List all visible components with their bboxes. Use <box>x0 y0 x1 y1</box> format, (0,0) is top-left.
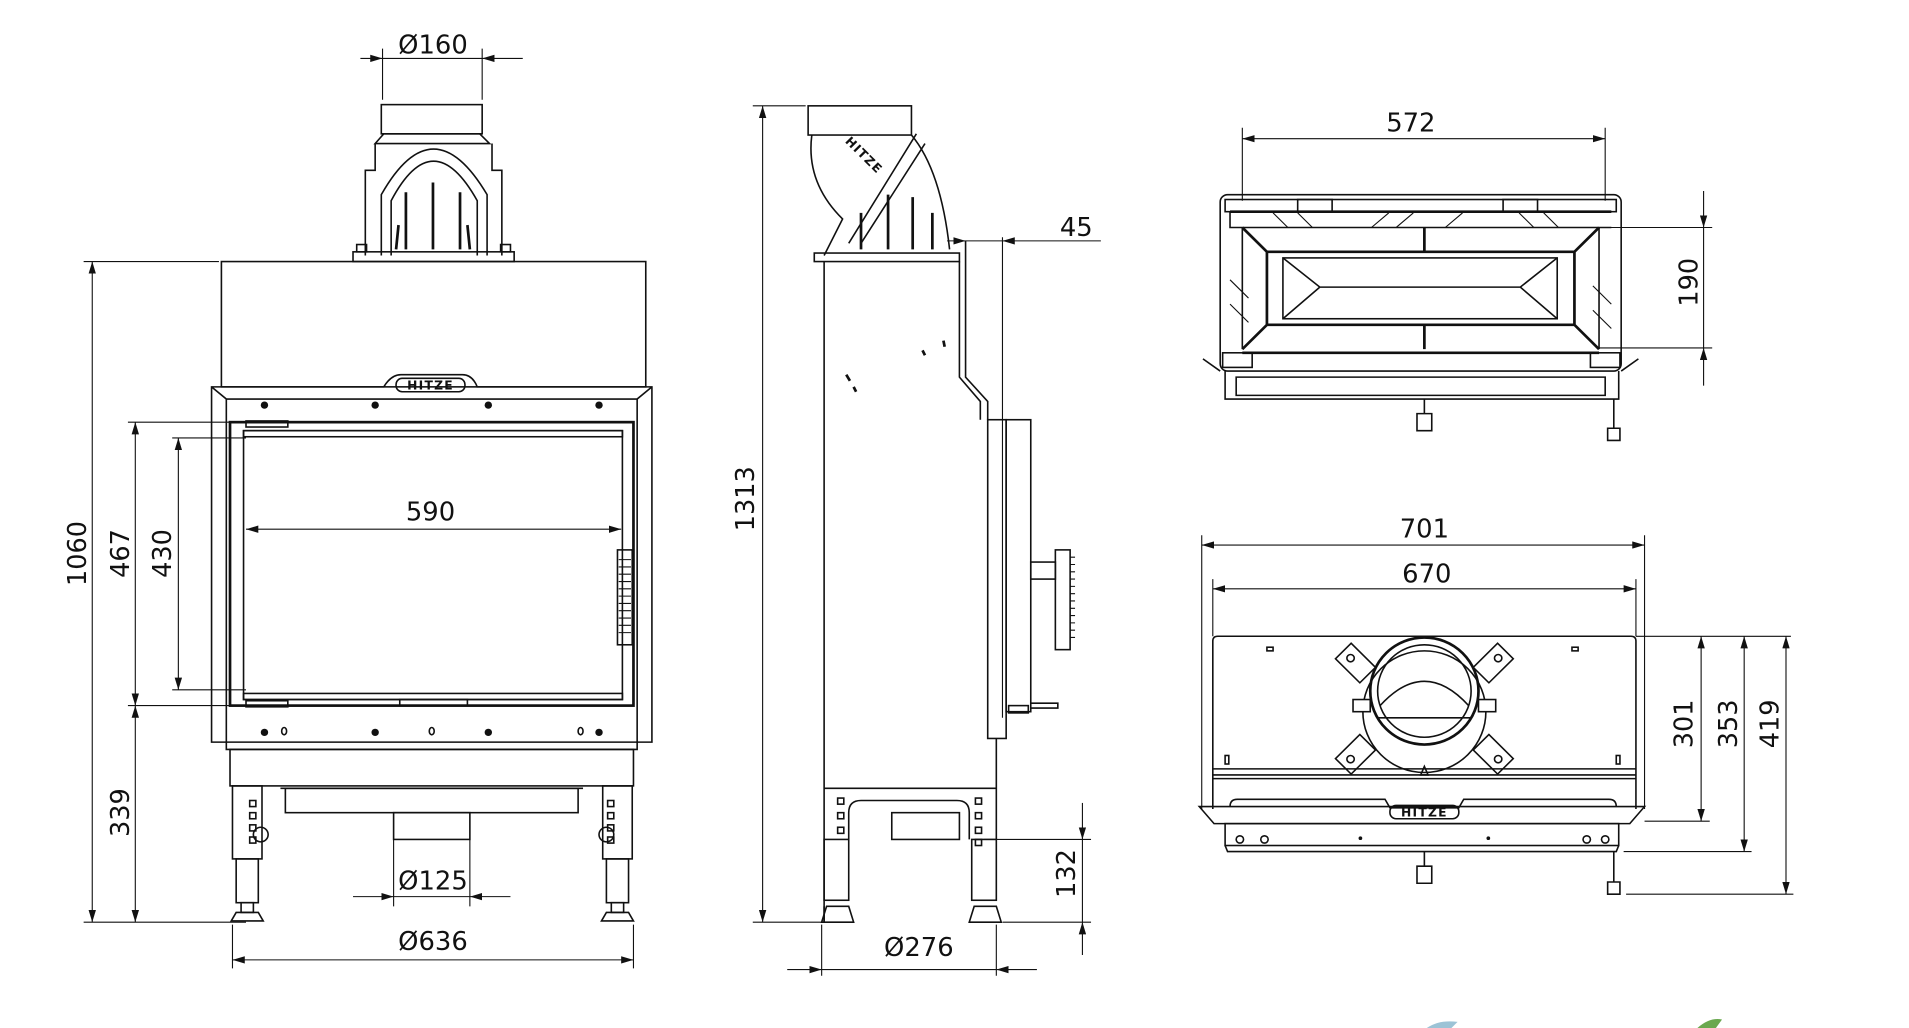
top-view: HITZE 701 670 301 353 419 <box>1197 515 1794 895</box>
door <box>228 420 635 707</box>
side-view: HITZE 1313 45 <box>731 105 1101 976</box>
dim-side-total-height: 1313 <box>731 466 761 531</box>
convection-housing <box>220 260 647 388</box>
dim-body-width: 670 <box>1402 560 1451 590</box>
logo-plate-top: HITZE <box>1389 804 1460 820</box>
logo-plate: HITZE <box>395 377 466 393</box>
dim-depth-301: 301 <box>1669 699 1699 748</box>
dim-firebox-depth: 190 <box>1674 258 1704 307</box>
dim-outer-width: 701 <box>1400 515 1449 545</box>
dim-total-height: 1060 <box>63 521 93 586</box>
svg-text:HITZE: HITZE <box>407 378 454 392</box>
door-handle <box>616 549 634 646</box>
svg-text:HITZE: HITZE <box>842 134 885 177</box>
dim-air-inlet-diameter: Ø125 <box>398 866 468 896</box>
flue-ring <box>1334 636 1515 776</box>
flue-collar-side <box>807 105 913 136</box>
flue-collar <box>380 103 483 135</box>
dim-glass-width: 590 <box>406 498 455 528</box>
dim-inlet-height: 132 <box>1052 849 1082 898</box>
dim-door-offset: 45 <box>1060 213 1093 243</box>
front-view: HITZE <box>63 31 653 969</box>
dim-depth-419: 419 <box>1755 699 1785 748</box>
decorative-leaf-shapes <box>1426 1019 1723 1028</box>
air-inlet <box>392 811 471 841</box>
ash-pan <box>284 787 579 814</box>
glass <box>242 429 624 701</box>
top-section-view: 572 190 <box>1202 109 1713 442</box>
dim-glass-height: 430 <box>148 529 178 578</box>
dim-firebox-width: 572 <box>1386 109 1435 139</box>
svg-text:HITZE: HITZE <box>1401 805 1448 819</box>
legs <box>229 785 635 922</box>
dim-base-height: 339 <box>106 788 136 837</box>
dim-width: Ø636 <box>398 927 468 957</box>
dim-side-depth: Ø276 <box>884 933 954 963</box>
dim-depth-353: 353 <box>1714 699 1744 748</box>
side-handle <box>1029 549 1076 651</box>
dim-flue-diameter: Ø160 <box>398 31 468 61</box>
dim-door-height: 467 <box>106 529 136 578</box>
